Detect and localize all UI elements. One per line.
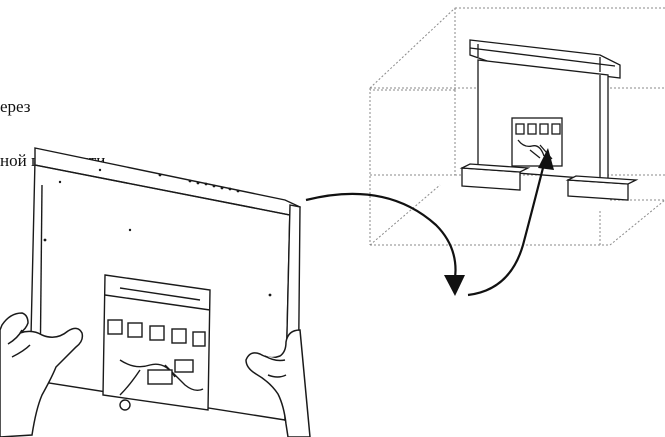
rotate-arrowhead bbox=[444, 275, 465, 296]
indicator-dots bbox=[43, 168, 272, 367]
installed-device bbox=[459, 39, 639, 201]
right-hand bbox=[245, 329, 311, 437]
insert-arrow-icon bbox=[467, 159, 547, 297]
handheld-device bbox=[29, 147, 301, 421]
rotate-arrow-icon bbox=[305, 192, 457, 286]
caption-line-1: ерез bbox=[0, 97, 31, 116]
insert-arrowhead bbox=[538, 148, 554, 170]
left-hand bbox=[0, 312, 84, 437]
